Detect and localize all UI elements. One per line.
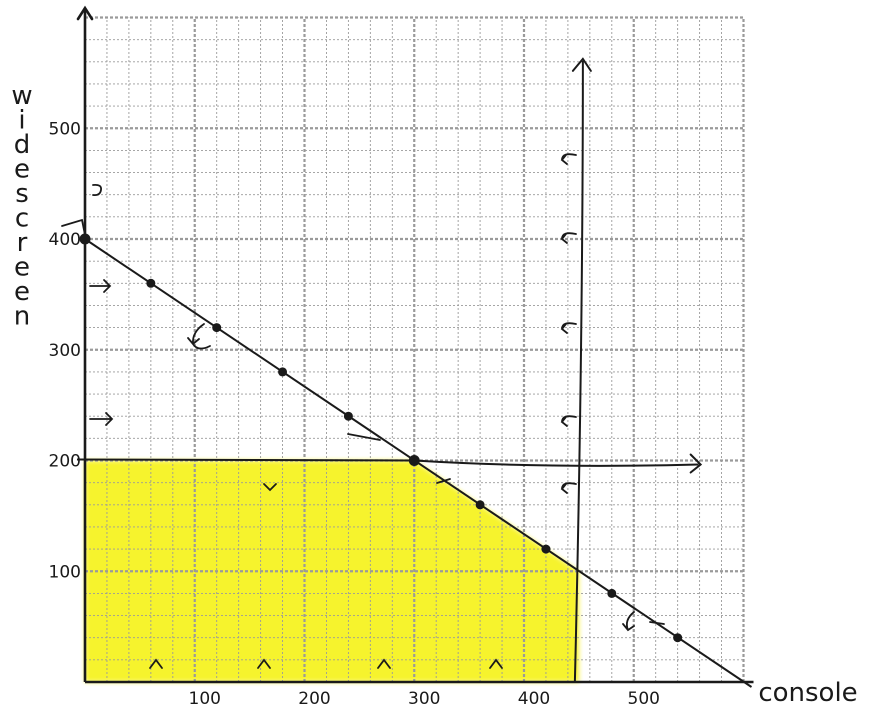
x-tick-label: 300 [408, 689, 440, 708]
hook-vert-3 [560, 322, 577, 334]
y-tick-label: 400 [49, 230, 81, 250]
hook-diag-3 [436, 478, 451, 484]
hook-right-arrow-2 [89, 412, 114, 426]
y-tick-labels: 100 200 300 400 500 [49, 119, 81, 582]
hook-right-arrow-1 [89, 279, 112, 293]
data-point [673, 633, 683, 643]
data-point [278, 367, 288, 377]
data-point [541, 544, 551, 554]
hook-yaxis-top [61, 218, 87, 241]
hook-vert-2 [560, 232, 577, 244]
y-tick-label: 300 [49, 341, 81, 361]
x-tick-label: 500 [628, 689, 660, 708]
hook-diag-5 [649, 621, 665, 625]
hook-vert-1 [560, 153, 577, 165]
shading-direction-marks [61, 153, 665, 669]
vertical-line-arrow-icon [571, 57, 592, 72]
diagonal-line-points [79, 233, 683, 643]
hook-region-2 [257, 658, 271, 669]
hook-region-3 [377, 658, 391, 669]
hook-diag-2 [347, 433, 381, 441]
y-axis-arrow-icon [76, 5, 94, 21]
hook-vert-4 [560, 415, 577, 427]
data-point [146, 278, 156, 288]
hook-region-1 [149, 658, 163, 669]
hook-diag-4 [622, 611, 635, 632]
data-point [343, 411, 353, 421]
hook-left-1 [92, 183, 102, 197]
x-tick-label: 400 [518, 689, 550, 708]
data-point [607, 588, 617, 598]
horizontal-line-arrow-icon [689, 453, 703, 474]
data-point [212, 323, 222, 333]
grid-major [85, 16, 745, 682]
data-point [408, 455, 420, 466]
hook-diag-1 [187, 323, 211, 350]
hook-region-5 [263, 483, 277, 492]
x-tick-label: 200 [298, 689, 330, 708]
vertical-constraint-line [573, 60, 584, 683]
y-tick-label: 100 [49, 562, 81, 582]
hook-region-4 [489, 658, 503, 669]
x-tick-label: 100 [189, 689, 221, 708]
horizontal-constraint-line [76, 458, 699, 467]
data-point [475, 500, 485, 510]
y-tick-label: 500 [49, 119, 81, 139]
x-tick-labels: 100 200 300 400 500 [189, 689, 660, 708]
hook-vert-5 [560, 482, 577, 494]
x-axis-title: console [758, 678, 857, 708]
y-tick-label: 200 [49, 452, 81, 472]
